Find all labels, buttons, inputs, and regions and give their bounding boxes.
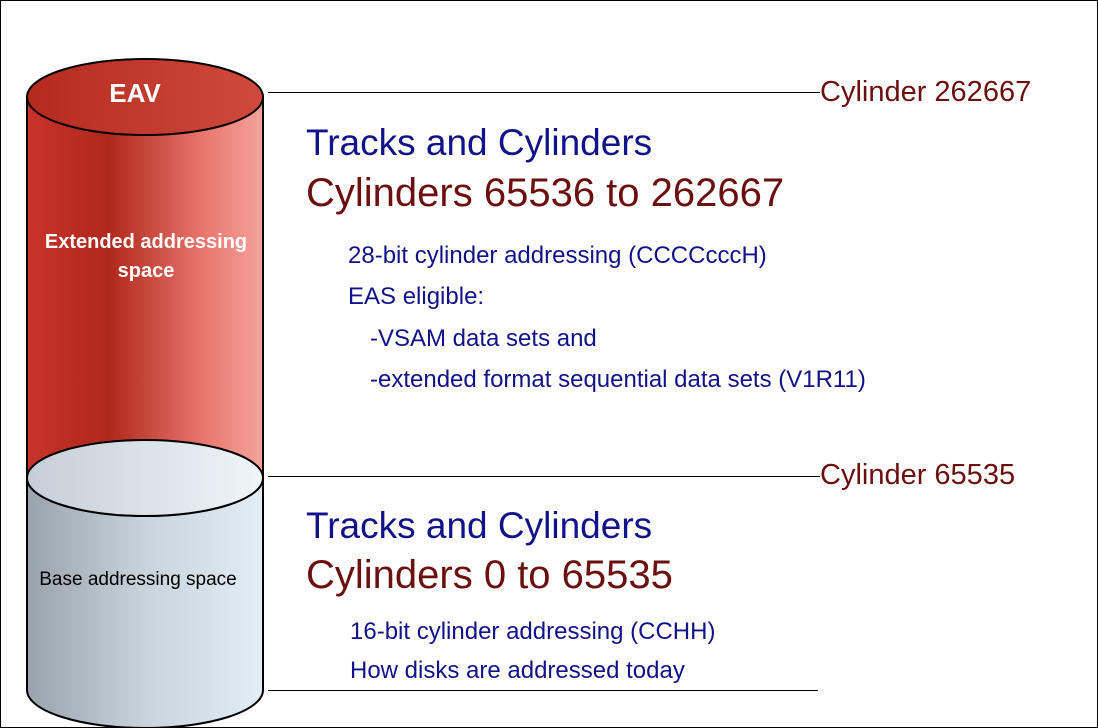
bottom-boundary-line [268,690,818,691]
lower-range: Cylinders 0 to 65535 [306,553,673,597]
middle-boundary-line [268,476,820,477]
upper-detail-1: 28-bit cylinder addressing (CCCCcccH) [348,242,767,269]
cylinder-graphic [26,58,264,728]
lower-detail-2: How disks are addressed today [350,657,685,684]
eav-label: EAV [109,78,161,108]
upper-detail-2: EAS eligible: [348,283,485,310]
extended-segment-top [26,58,264,136]
base-segment-top [26,439,264,517]
extended-space-label: Extended addressing space [44,231,248,282]
lower-heading: Tracks and Cylinders [306,505,653,546]
lower-cylinder-marker: Cylinder 65535 [820,459,1016,491]
upper-heading: Tracks and Cylinders [306,122,653,163]
upper-detail-4: -extended format sequential data sets (V… [370,366,866,393]
base-space-label: Base addressing space [39,569,237,590]
upper-detail-3: -VSAM data sets and [370,325,597,352]
upper-cylinder-marker: Cylinder 262667 [820,76,1032,108]
upper-range: Cylinders 65536 to 262667 [306,171,785,215]
upper-boundary-line [268,92,820,93]
lower-detail-1: 16-bit cylinder addressing (CCHH) [350,618,716,645]
